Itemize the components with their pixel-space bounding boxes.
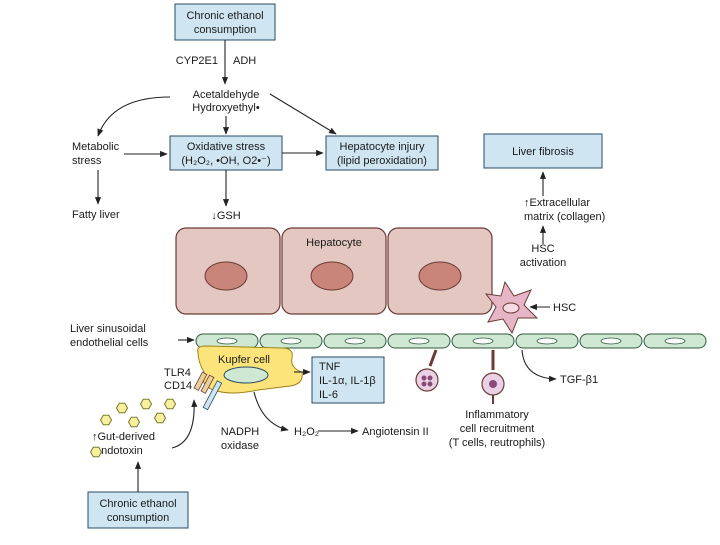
inflammatory-line-2: cell recruitment <box>460 423 535 435</box>
arrow-endothelial-to-tgf <box>521 349 557 382</box>
endothelial-nucleus <box>216 337 238 345</box>
metabolic-stress-line-2: stress <box>72 155 102 167</box>
hsc-activation-line-2: activation <box>520 257 566 269</box>
fatty-liver-label: Fatty liver <box>72 209 120 221</box>
metabolic-stress-line-1: Metabolic <box>72 141 120 153</box>
endothelial-row <box>195 333 707 349</box>
endotoxin-particles <box>89 398 177 458</box>
adh-label: ADH <box>233 55 256 67</box>
hepatocyte-label: Hepatocyte <box>306 237 362 249</box>
hepatocyte-injury-line-2: (lipid peroxidation) <box>337 155 427 167</box>
endothelial-nucleus <box>536 337 558 345</box>
liver-fibrosis-box: Liver fibrosis <box>483 133 603 169</box>
oxidative-stress-line-2: (H₂O₂, •OH, O2•⁻) <box>181 155 270 167</box>
cytokine-il6: IL-6 <box>319 389 338 401</box>
endotoxin-hexagon <box>115 402 129 414</box>
endotoxin-hexagon <box>89 446 103 458</box>
hepatocyte-injury-box: Hepatocyte injury (lipid peroxidation) <box>325 135 439 171</box>
inflammatory-line-3: (T cells, reutrophils) <box>449 437 545 449</box>
endothelial-nucleus <box>344 337 366 345</box>
cytokine-tnf: TNF <box>319 361 341 373</box>
hsc-cell: HSC <box>484 280 576 335</box>
arrows <box>94 40 557 492</box>
hepatocyte-row: Hepatocyte <box>175 227 493 315</box>
endotoxin-hexagon <box>99 414 113 426</box>
nadph-line-1: NADPH <box>221 426 260 438</box>
h2o2-label: H₂O₂ <box>294 426 319 438</box>
extracellular-line-1: ↑Extracellular <box>524 197 590 209</box>
endothelial-line-2: endothelial cells <box>70 337 149 349</box>
hsc-label: HSC <box>553 302 576 314</box>
gut-endotoxin-line-2: endotoxin <box>95 445 143 457</box>
ethanol-top-box: Chronic ethanol consumption <box>174 3 276 41</box>
hydroxyethyl-label: Hydroxyethyl• <box>192 102 260 114</box>
endothelial-line-1: Liver sinusoidal <box>70 323 146 335</box>
gsh-label: ↓GSH <box>211 210 240 222</box>
tlr4-cd14-receptor <box>193 371 223 411</box>
arrow-acetaldehyde-to-injury <box>269 93 337 135</box>
kupffer-cell: Kupfer cell TLR4 CD14 <box>164 345 303 411</box>
hepatocyte-injury-line-1: Hepatocyte injury <box>340 141 425 153</box>
inflammatory-cell-1 <box>415 349 439 392</box>
gut-endotoxin-line-1: ↑Gut-derived <box>92 431 155 443</box>
inflammatory-cell-2 <box>481 350 505 404</box>
ethanol-bottom-line-1: Chronic ethanol <box>99 498 176 510</box>
endotoxin-hexagon <box>127 416 141 428</box>
endothelial-nucleus <box>600 337 622 345</box>
endotoxin-hexagon <box>139 398 153 410</box>
endothelial-nucleus <box>408 337 430 345</box>
arrow-endotoxin-to-receptor <box>171 399 198 449</box>
tlr4-label: TLR4 <box>164 367 191 379</box>
cytokine-il1: IL-1α, IL-1β <box>319 375 376 387</box>
endothelial-nucleus <box>280 337 302 345</box>
tgf-label: TGF-β1 <box>560 374 598 386</box>
liver-fibrosis-text: Liver fibrosis <box>512 146 574 158</box>
kupffer-label: Kupfer cell <box>218 354 270 366</box>
hsc-activation-line-1: HSC <box>531 243 554 255</box>
angiotensin-label: Angiotensin II <box>362 426 429 438</box>
endothelial-nucleus <box>472 337 494 345</box>
extracellular-line-2: matrix (collagen) <box>524 211 605 223</box>
inflammatory-line-1: Inflammatory <box>465 409 529 421</box>
ethanol-bottom-box: Chronic ethanol consumption <box>87 491 189 529</box>
oxidative-stress-box: Oxidative stress (H₂O₂, •OH, O2•⁻) <box>169 135 283 171</box>
cytokines-box: TNF IL-1α, IL-1β IL-6 <box>311 356 385 404</box>
arrow-kupffer-to-nadph <box>253 391 289 432</box>
endotoxin-hexagon <box>153 412 167 424</box>
nadph-line-2: oxidase <box>221 440 259 452</box>
oxidative-stress-line-1: Oxidative stress <box>187 141 266 153</box>
cd14-label: CD14 <box>164 380 192 392</box>
ethanol-top-line-2: consumption <box>194 24 256 36</box>
endothelial-nucleus <box>664 337 686 345</box>
ethanol-bottom-line-2: consumption <box>107 512 169 524</box>
arrow-acetaldehyde-to-metabolic <box>97 96 171 137</box>
cyp2e1-label: CYP2E1 <box>176 55 218 67</box>
ethanol-top-line-1: Chronic ethanol <box>186 10 263 22</box>
acetaldehyde-label: Acetaldehyde <box>193 89 260 101</box>
endotoxin-hexagon <box>163 398 177 410</box>
